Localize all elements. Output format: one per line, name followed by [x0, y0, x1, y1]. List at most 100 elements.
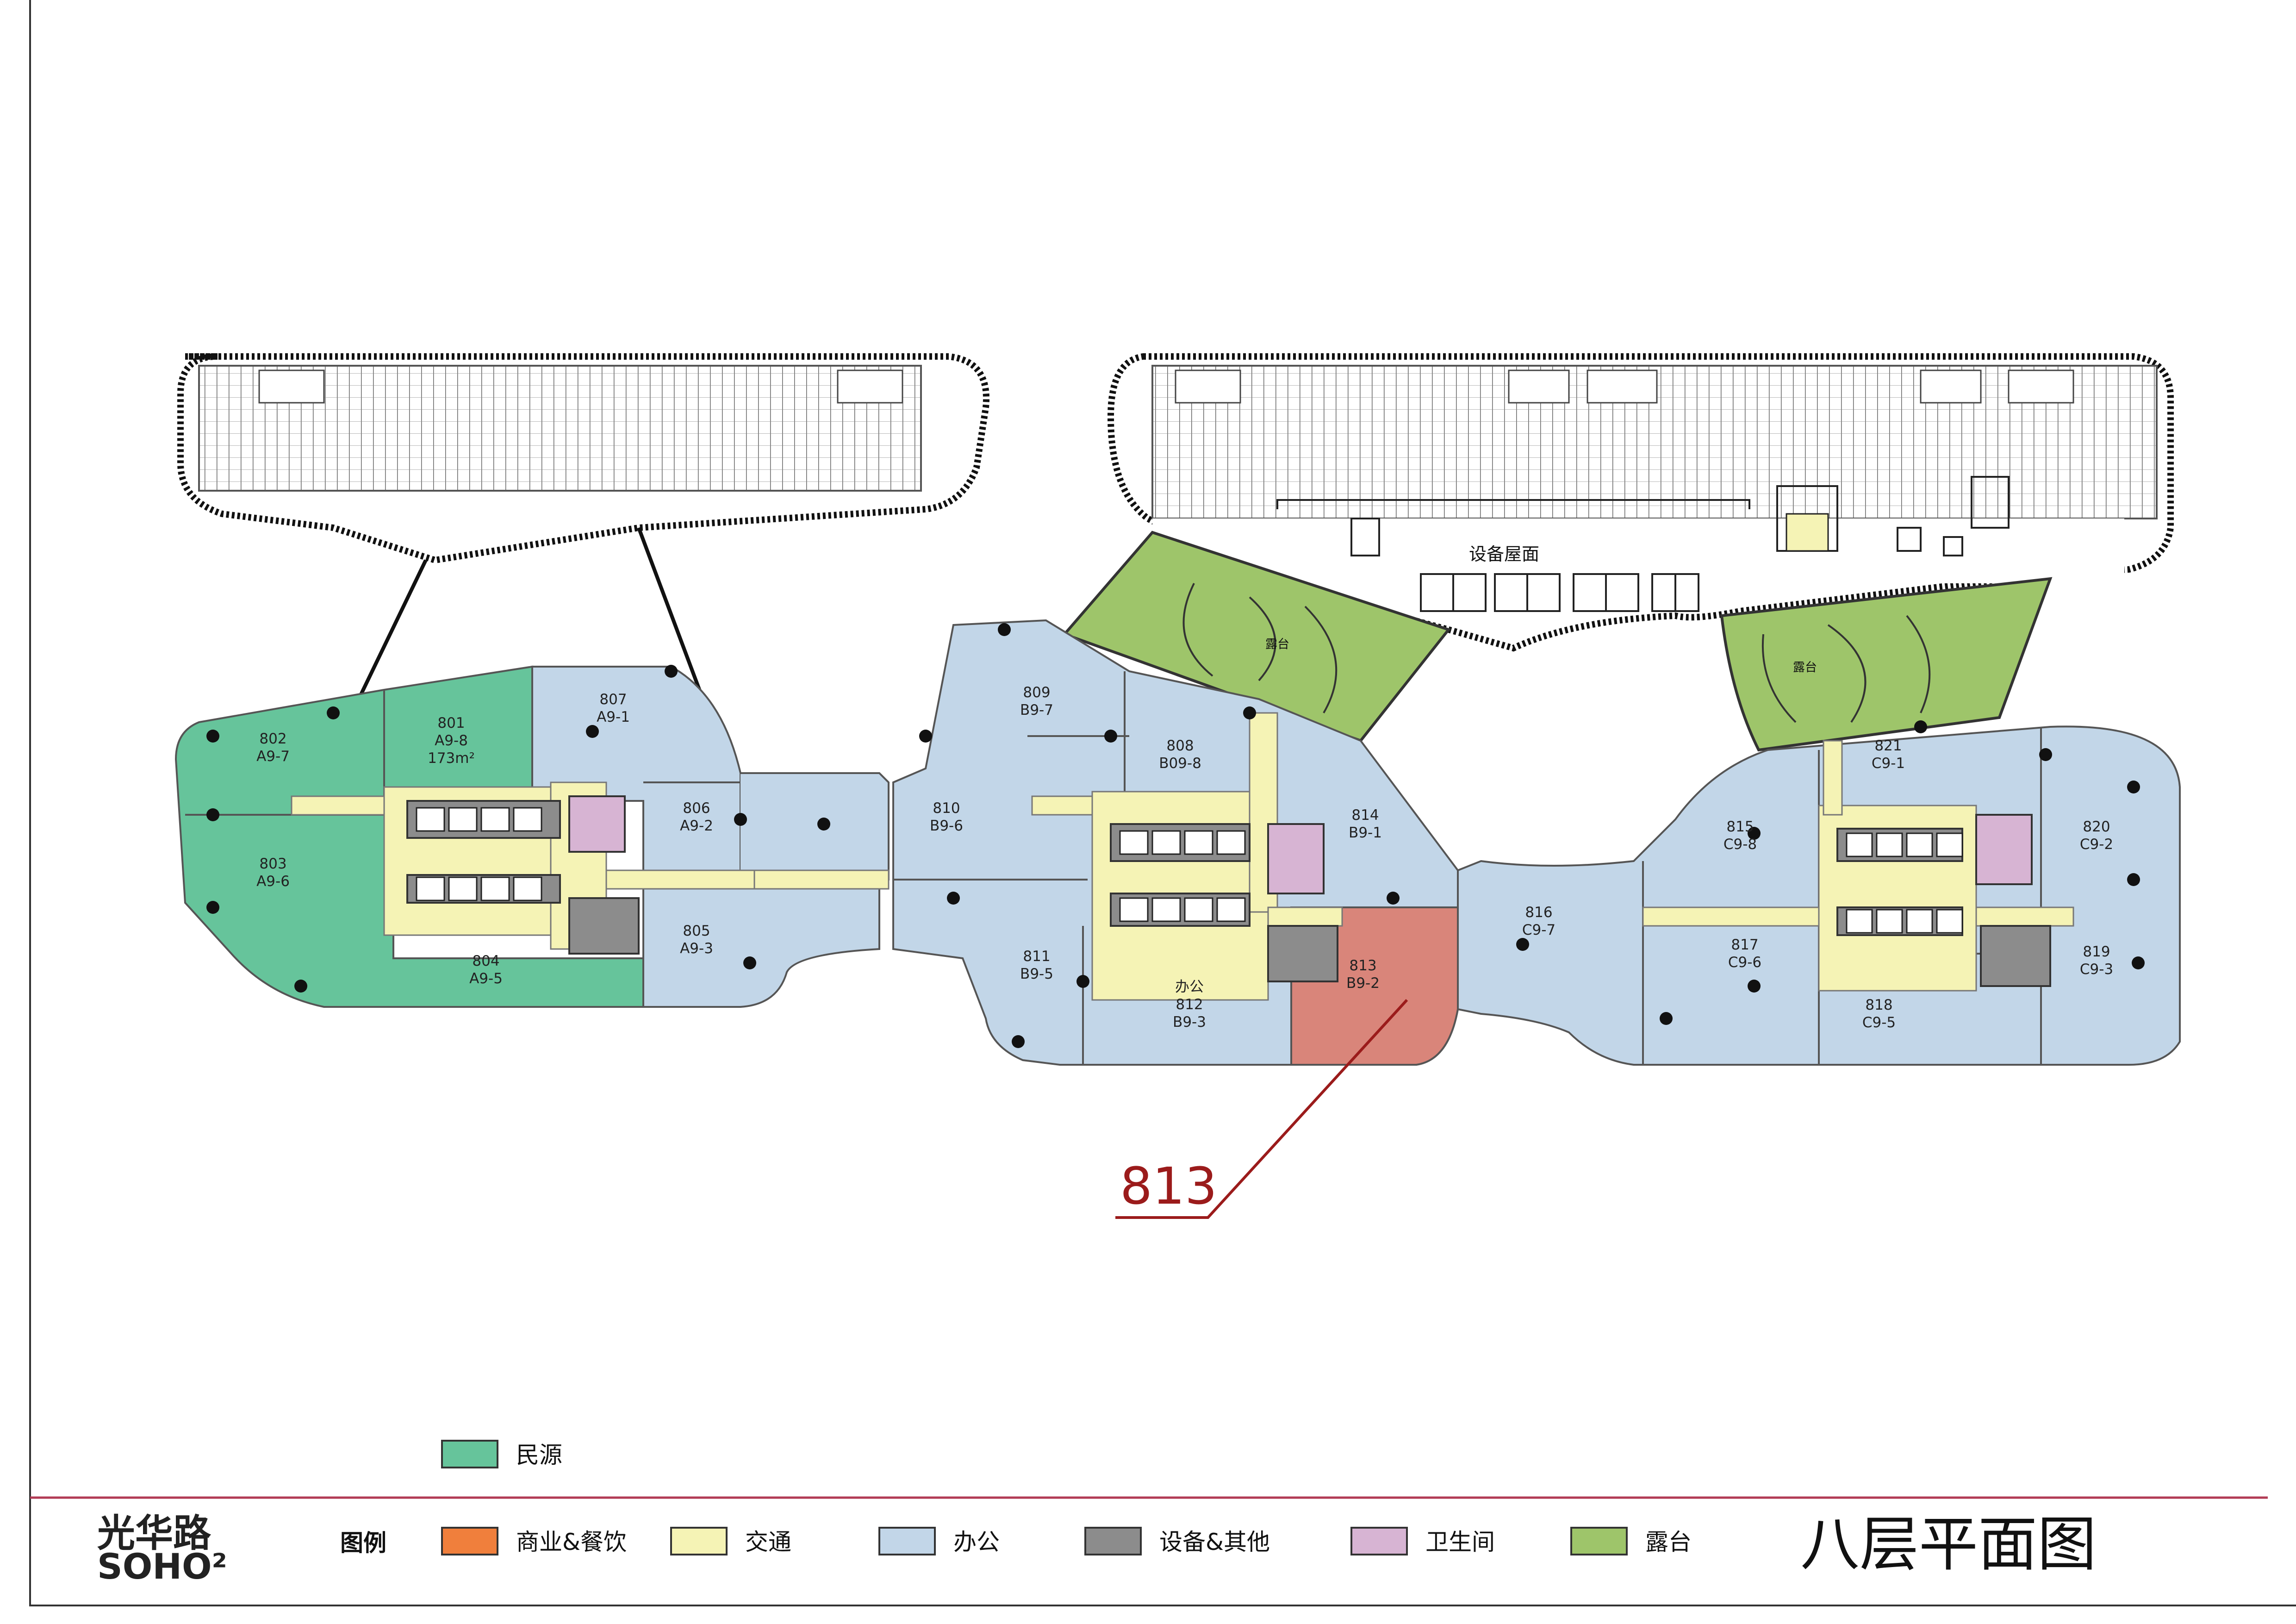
unit-number: 801 [437, 715, 465, 731]
legend-swatch [1084, 1527, 1142, 1555]
legend-item: 设备&其他 [1084, 1527, 1270, 1555]
unit-number: 809 [1023, 684, 1050, 701]
unit-code: B09-8 [1159, 755, 1201, 772]
page-title: 八层平面图 [1800, 1510, 2097, 1579]
unit-code: A9-5 [469, 970, 503, 987]
legend-title: 图例 [340, 1530, 386, 1556]
legend-swatch [1350, 1527, 1408, 1555]
unit-number: 802 [259, 731, 286, 747]
unit-code: C9-5 [1862, 1014, 1896, 1031]
unit-number: 820 [2083, 818, 2110, 835]
building-cores [406, 795, 2051, 987]
legend-label: 交通 [745, 1529, 791, 1555]
legend-top-item: 民源 [441, 1440, 562, 1468]
unit-number: 805 [683, 923, 710, 939]
unit-code: C9-2 [2080, 836, 2113, 853]
legend-swatch [441, 1527, 498, 1555]
legend-item: 商业&餐饮 [441, 1527, 627, 1555]
unit-code: A9-3 [680, 940, 713, 957]
unit-number: 819 [2083, 943, 2110, 960]
equipment-roof-label: 设备屋面 [1469, 544, 1539, 564]
legend-item: 露台 [1570, 1527, 1692, 1555]
legend-label: 露台 [1645, 1529, 1692, 1555]
unit-number: 813 [1349, 957, 1376, 974]
terrace-label-1: 露台 [1265, 637, 1289, 651]
unit-code: C9-8 [1724, 836, 1757, 853]
callout-813: 813 [1115, 999, 1408, 1219]
unit-code: C9-6 [1728, 954, 1761, 971]
unit-number: 814 [1351, 807, 1379, 824]
unit-number: 817 [1731, 937, 1758, 953]
unit-code: B9-2 [1346, 975, 1380, 992]
unit-number: 810 [933, 800, 960, 817]
unit-number: 811 [1023, 948, 1050, 965]
legend-row: 商业&餐饮 交通 办公 设备&其他 卫生间 露台 [441, 1527, 1692, 1555]
unit-prefix: 办公 [1175, 979, 1204, 995]
legend-item: 交通 [670, 1527, 791, 1555]
unit-code: A9-8 [435, 732, 468, 749]
unit-number: 806 [683, 800, 710, 817]
roof-right: 设备屋面 [1107, 353, 2174, 652]
unit-code: B9-6 [930, 818, 963, 834]
legend-swatch [670, 1527, 728, 1555]
unit-number: 803 [259, 856, 286, 872]
unit-number: 808 [1166, 737, 1194, 754]
terrace-label-2: 露台 [1793, 661, 1817, 675]
callout-label: 813 [1120, 1156, 1217, 1216]
unit-code: C9-3 [2080, 961, 2113, 978]
brand-logo: 光华路 SOHO² [97, 1512, 227, 1587]
legend-label: 设备&其他 [1159, 1529, 1270, 1555]
legend-swatch [1570, 1527, 1628, 1555]
unit-code: B9-1 [1349, 824, 1382, 841]
unit-number: 804 [472, 953, 499, 969]
unit-area: 173m² [428, 750, 475, 767]
unit-code: A9-6 [256, 873, 290, 890]
legend-label: 民源 [516, 1442, 562, 1468]
legend-swatch [878, 1527, 936, 1555]
brand-line1: 光华路 [97, 1512, 212, 1555]
legend-label: 卫生间 [1425, 1529, 1495, 1555]
legend-item: 卫生间 [1350, 1527, 1495, 1555]
unit-code: B9-7 [1020, 702, 1053, 718]
unit-number: 816 [1525, 904, 1552, 921]
unit-code: A9-2 [680, 818, 713, 834]
unit-number: 815 [1726, 818, 1754, 835]
legend-item: 办公 [878, 1527, 1000, 1555]
brand-line2: SOHO² [97, 1546, 227, 1587]
unit-number: 807 [599, 691, 627, 708]
terrace-right: 露台 [1720, 577, 2053, 752]
unit-code: A9-1 [597, 709, 630, 725]
unit-number: 818 [1865, 997, 1892, 1013]
unit-number: 812 [1176, 996, 1203, 1013]
legend-label: 商业&餐饮 [516, 1529, 627, 1555]
roof-left [177, 353, 989, 751]
structural-columns [206, 623, 2145, 1048]
legend-swatch [441, 1440, 498, 1468]
unit-number: 821 [1874, 737, 1902, 754]
unit-code: A9-7 [256, 748, 290, 765]
legend-label: 办公 [953, 1529, 1000, 1555]
unit-code: B9-3 [1173, 1014, 1206, 1031]
unit-code: C9-7 [1522, 922, 1556, 938]
